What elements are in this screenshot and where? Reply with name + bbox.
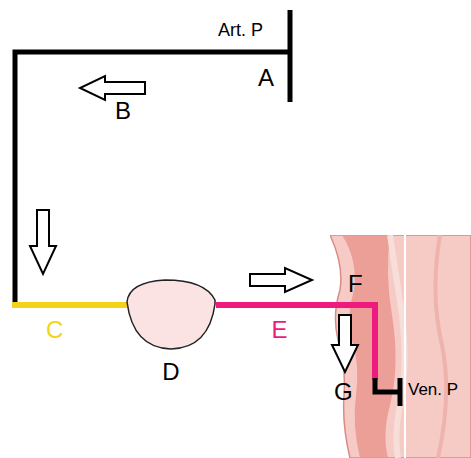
arterial-line <box>15 52 290 303</box>
flow-arrow <box>332 315 358 372</box>
segment-label: E <box>271 318 287 342</box>
flow-arrow <box>80 76 145 100</box>
part-label: Ven. P <box>408 381 458 398</box>
part-label: B <box>115 99 131 123</box>
part-label: G <box>334 380 353 404</box>
vein-bar <box>398 378 403 406</box>
node-letter: D <box>162 360 179 384</box>
node-letter: F <box>348 272 363 296</box>
magenta-segment <box>328 305 375 380</box>
flow-arrow <box>250 268 312 292</box>
part-label: C <box>46 318 63 342</box>
vessel-connector <box>216 302 331 308</box>
vessel-bed-outline <box>125 278 217 350</box>
part-label: Art. P <box>218 21 263 39</box>
yellow-segment <box>12 302 127 308</box>
artery-bar <box>288 10 293 102</box>
part-label: A <box>258 66 274 90</box>
flow-arrow <box>30 210 56 274</box>
venous-line <box>375 378 398 392</box>
vessel-bed: D <box>125 278 217 386</box>
